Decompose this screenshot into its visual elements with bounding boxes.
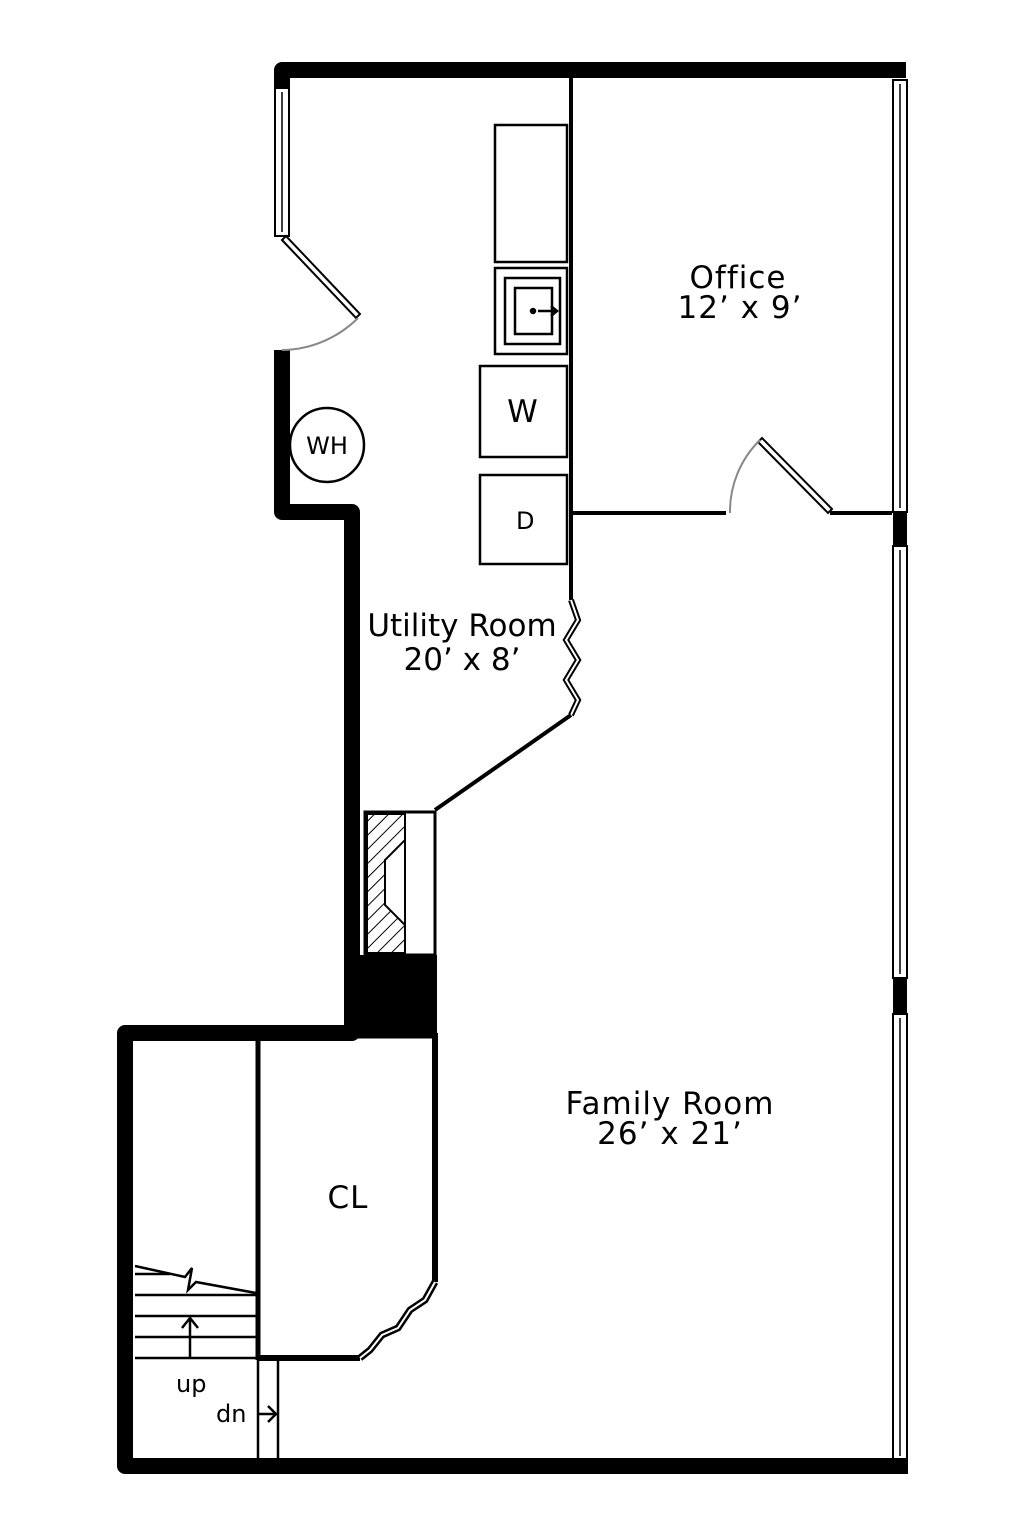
office-size: 12’ x 9’ (678, 290, 803, 326)
closet-bifold-door[interactable] (357, 1280, 439, 1361)
right-windows (892, 79, 908, 1474)
svg-text:WH: WH (306, 432, 348, 460)
dryer: D (478, 473, 569, 566)
left-window (274, 87, 290, 237)
family-size: 26’ x 21’ (597, 1116, 743, 1152)
fireplace (352, 810, 437, 1035)
exterior-wall (117, 62, 906, 1474)
water-heater: WH (288, 406, 366, 484)
stairs-down-label: dn (216, 1400, 246, 1428)
office-door[interactable] (728, 436, 834, 515)
stairs-up-label: up (176, 1370, 206, 1398)
counter (493, 123, 569, 264)
utility-name: Utility Room (367, 608, 556, 644)
svg-text:W: W (507, 394, 539, 430)
staircase (134, 1264, 280, 1458)
exterior-door[interactable] (280, 234, 362, 351)
svg-text:D: D (516, 507, 534, 535)
office-name: Office (690, 260, 787, 296)
utility-size: 20’ x 8’ (404, 642, 521, 678)
closet-label: CL (328, 1180, 369, 1216)
utility-sink (493, 266, 569, 356)
family-name: Family Room (566, 1086, 775, 1122)
closet-walls (255, 1033, 438, 1361)
interior-walls (433, 78, 892, 812)
washer: W (478, 364, 569, 459)
